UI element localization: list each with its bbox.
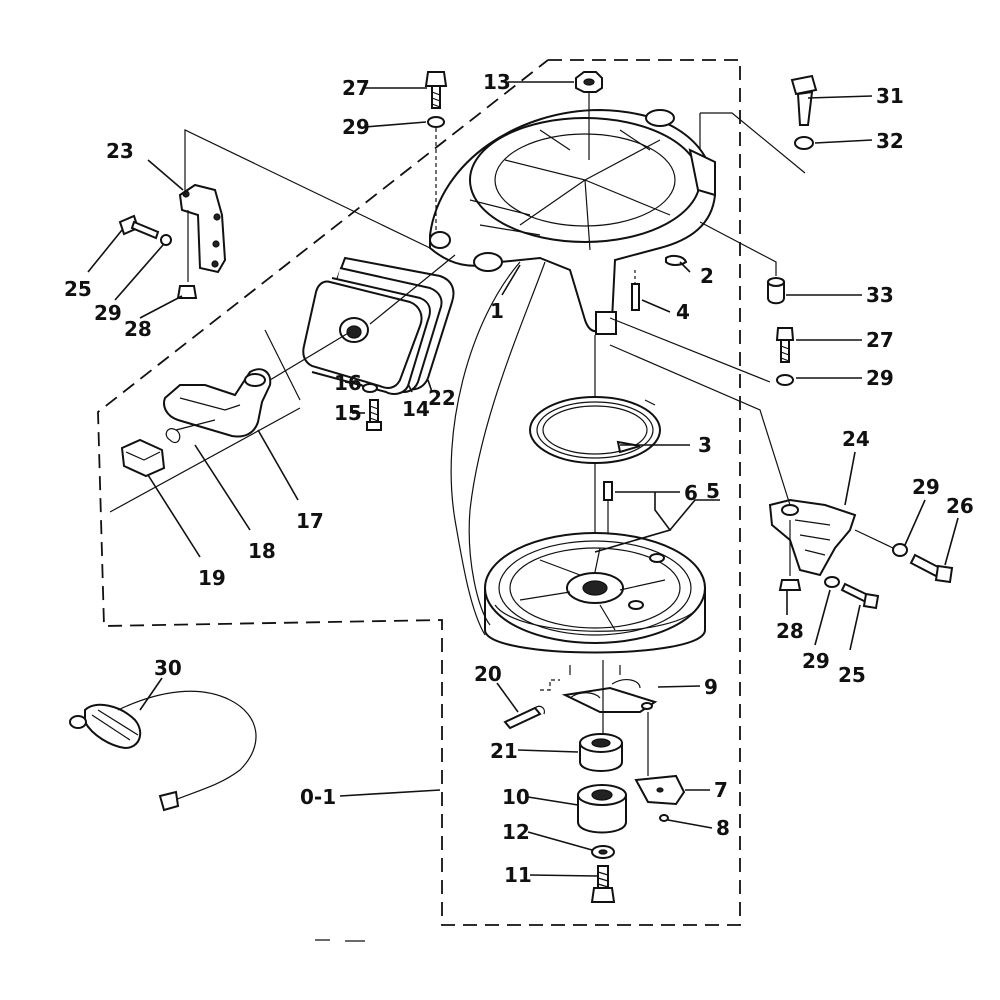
- label-3: 3: [698, 433, 712, 457]
- label-22: 22: [428, 386, 456, 410]
- label-19: 19: [198, 566, 226, 590]
- label-12: 12: [502, 820, 530, 844]
- label-32: 32: [876, 129, 904, 153]
- pin-20: [503, 705, 545, 730]
- starter-rope: [450, 261, 521, 636]
- label-28-right: 28: [776, 619, 804, 643]
- label-31: 31: [876, 84, 904, 108]
- label-8: 8: [716, 816, 730, 840]
- label-21: 21: [490, 739, 518, 763]
- leader-lines: [87, 81, 959, 877]
- insert-19: [120, 438, 166, 478]
- label-33: 33: [866, 283, 894, 307]
- starter-housing: [429, 108, 717, 335]
- leader-31-housing: [699, 112, 806, 174]
- bolt-27-right: [775, 327, 795, 363]
- label-1: 1: [490, 299, 504, 323]
- nut-28-right: [778, 579, 802, 591]
- label-11: 11: [504, 863, 532, 887]
- label-20: 20: [474, 662, 502, 686]
- bracket-24: [768, 498, 857, 577]
- label-14: 14: [402, 397, 430, 421]
- label-13: 13: [483, 70, 511, 94]
- rope-clip-18: [165, 419, 216, 444]
- pin-8: [659, 814, 669, 822]
- label-17: 17: [296, 509, 324, 533]
- label-18: 18: [248, 539, 276, 563]
- label-26: 26: [946, 494, 974, 518]
- label-27-top: 27: [342, 76, 370, 100]
- label-28-left: 28: [124, 317, 152, 341]
- bolt-26: [909, 553, 954, 584]
- lanyard-30: [69, 690, 257, 812]
- label-7: 7: [714, 778, 728, 802]
- label-29-lower: 29: [802, 649, 830, 673]
- rewind-spring-3: [529, 396, 661, 464]
- washer-29-left: [160, 234, 172, 246]
- washer-29-right: [776, 374, 794, 386]
- label-29-bracket: 29: [912, 475, 940, 499]
- bolt-25-right: [840, 582, 880, 610]
- label-9: 9: [704, 675, 718, 699]
- label-27-right: 27: [866, 328, 894, 352]
- bracket-23: [178, 183, 227, 274]
- starter-pulley-5: [484, 532, 706, 675]
- pin-6: [603, 481, 613, 501]
- leader-33-housing: [699, 221, 777, 276]
- washer-16: [362, 383, 378, 393]
- label-5: 5: [706, 479, 720, 503]
- label-24: 24: [842, 427, 870, 451]
- bolt-11: [590, 865, 616, 903]
- label-29-left: 29: [94, 301, 122, 325]
- assembly-boundary: [97, 59, 741, 926]
- plate-7: [634, 712, 686, 806]
- cup-10: [577, 784, 627, 834]
- bushing-21: [579, 733, 623, 772]
- label-30: 30: [154, 656, 182, 680]
- nut-28-left: [176, 285, 198, 299]
- washer-29-top: [427, 116, 445, 128]
- handle-17: [163, 368, 272, 438]
- rope-guide-14: [302, 280, 423, 389]
- washer-32: [794, 136, 814, 150]
- screw-15: [366, 399, 382, 431]
- washer-29-lower: [824, 576, 840, 588]
- nut-13: [575, 71, 603, 93]
- label-23: 23: [106, 139, 134, 163]
- label-29-top: 29: [342, 115, 370, 139]
- bolt-27-top: [424, 71, 448, 109]
- bolt-31: [790, 74, 818, 126]
- label-16: 16: [334, 371, 362, 395]
- washer-29-bracket: [892, 543, 908, 557]
- label-25-left: 25: [64, 277, 92, 301]
- spacer-33: [767, 277, 785, 305]
- label-15: 15: [334, 401, 362, 425]
- label-2: 2: [700, 264, 714, 288]
- pin-4: [631, 283, 640, 311]
- pawl-9: [561, 679, 658, 713]
- label-6: 6: [684, 481, 698, 505]
- label-10: 10: [502, 785, 530, 809]
- label-4: 4: [676, 300, 690, 324]
- callout-labels: 27 29 13 31 32 23 25 29 28 1 2 4 33 27 2…: [64, 70, 974, 887]
- pin-2: [665, 254, 688, 266]
- bolt-25-left: [118, 214, 160, 240]
- label-0-1: 0-1: [300, 785, 336, 809]
- label-25-right: 25: [838, 663, 866, 687]
- label-29-right: 29: [866, 366, 894, 390]
